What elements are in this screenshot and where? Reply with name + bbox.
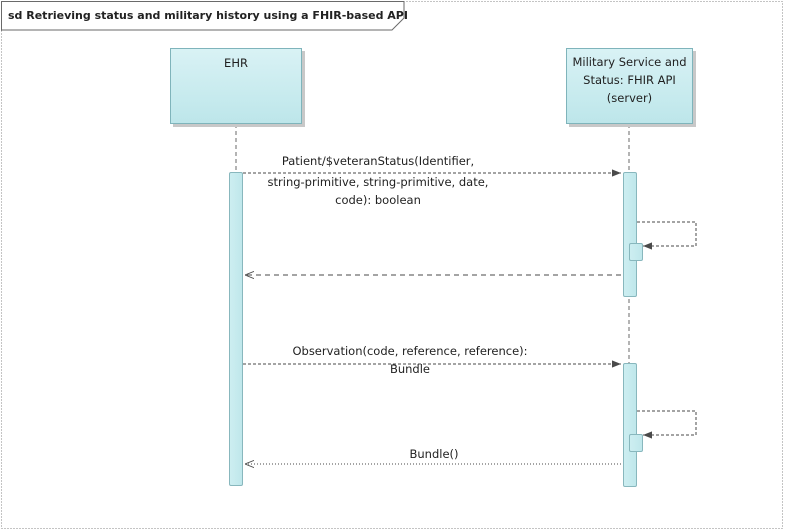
message-4-label-line1: Observation(code, reference, reference):	[292, 344, 528, 358]
participant-api-label-line1: Military Service and	[572, 55, 687, 69]
return-2-label: Bundle()	[409, 447, 459, 461]
self-message-2-arrow	[637, 410, 697, 439]
message-4-label-line2: Bundle	[389, 362, 431, 376]
participant-api-label-line3: (server)	[606, 91, 653, 105]
frame-title-tab	[1, 1, 405, 31]
message-1-label-line1: Patient/$veteranStatus(Identifier,	[281, 154, 475, 168]
participant-ehr-label: EHR	[224, 56, 248, 70]
participant-api-box[interactable]: Military Service and Status: FHIR API (s…	[566, 48, 693, 124]
participant-api-label-line2: Status: FHIR API	[583, 73, 676, 87]
activation-api-self-2	[629, 434, 643, 452]
activation-api-2	[623, 363, 637, 487]
frame-title: sd Retrieving status and military histor…	[8, 9, 408, 22]
activation-api-1	[623, 172, 637, 297]
message-1-label-line3: code): boolean	[335, 193, 421, 207]
message-1-label-line2: string-primitive, string-primitive, date…	[267, 175, 489, 189]
participant-ehr-box[interactable]: EHR	[170, 48, 302, 124]
self-message-1-arrow	[637, 221, 697, 250]
activation-ehr	[229, 172, 243, 486]
activation-api-self-1	[629, 243, 643, 261]
